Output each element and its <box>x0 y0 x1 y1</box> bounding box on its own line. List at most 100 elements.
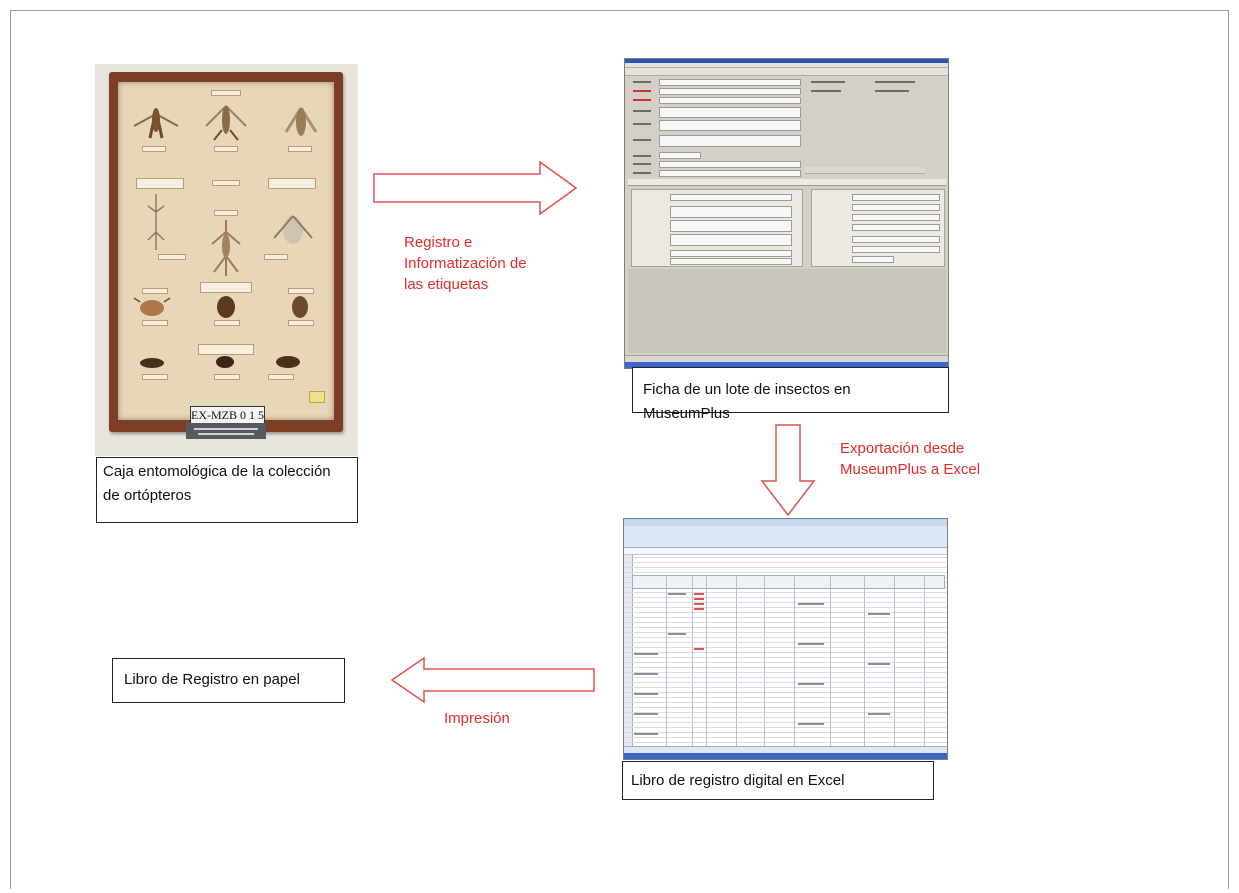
field-label <box>633 123 651 125</box>
specimen-label <box>288 320 314 326</box>
column-line <box>894 575 895 747</box>
toolbar <box>625 68 948 76</box>
cricket-specimen-icon <box>273 215 313 244</box>
field-label <box>875 90 909 92</box>
group-label <box>200 282 252 293</box>
cell-text <box>798 723 824 725</box>
cell-text <box>868 713 890 715</box>
specimen-label <box>264 254 288 260</box>
field-label <box>633 90 651 92</box>
column-line <box>706 575 707 747</box>
field <box>852 224 940 231</box>
field <box>852 214 940 221</box>
excel-ribbon <box>624 519 947 548</box>
specimen-label <box>214 210 238 216</box>
field <box>659 120 801 131</box>
specimen-label <box>288 146 312 152</box>
cell-text <box>798 643 824 645</box>
arrow-left <box>390 656 595 704</box>
field <box>852 194 940 201</box>
field <box>659 170 801 177</box>
yellow-note <box>309 391 325 403</box>
specimen-label <box>288 288 314 294</box>
tab-strip <box>628 179 946 186</box>
specimen-label <box>214 320 240 326</box>
cell-text <box>694 593 704 595</box>
cell-text <box>634 733 658 735</box>
cell-text <box>694 598 704 600</box>
specimen-label <box>268 374 294 380</box>
cell-text <box>668 593 686 595</box>
earwig-specimen-icon <box>276 356 300 368</box>
field <box>659 161 801 168</box>
caption-paper: Libro de Registro en papel <box>112 658 345 703</box>
cockroach-specimen-icon <box>292 296 308 318</box>
cell-text <box>668 633 686 635</box>
museum-plaque <box>186 423 266 439</box>
caption-paper-text: Libro de Registro en papel <box>124 671 300 688</box>
cell-text <box>634 653 658 655</box>
caption-excel-text: Libro de registro digital en Excel <box>631 772 845 789</box>
entomological-box-photo: EX-MZB 0 1 5 <box>95 64 358 456</box>
box-case <box>109 72 343 432</box>
detail-panel-right <box>811 189 945 267</box>
earwig-specimen-icon <box>216 356 234 368</box>
field-label <box>633 110 651 112</box>
specimen-label <box>142 374 168 380</box>
field <box>659 79 801 86</box>
empty-area <box>628 269 946 353</box>
field <box>670 250 792 257</box>
specimen-label <box>142 288 168 294</box>
column-line <box>764 575 765 747</box>
field <box>852 246 940 253</box>
specimen-label <box>142 320 168 326</box>
caption-excel: Libro de registro digital en Excel <box>622 761 934 800</box>
field-label <box>811 90 841 92</box>
cell-text <box>634 673 658 675</box>
stick-insect-specimen-icon <box>147 194 165 250</box>
cell-text <box>694 648 704 650</box>
caption-museumplus: Ficha de un lote de insectos en MuseumPl… <box>632 367 949 422</box>
excel-screenshot <box>623 518 948 760</box>
specimen-label <box>142 146 166 152</box>
column-line <box>666 575 667 747</box>
formula-bar <box>624 548 947 555</box>
menu-bar <box>625 63 948 68</box>
arrow-down <box>760 424 816 517</box>
caption-box-text: Caja entomológica de la colección de ort… <box>103 463 331 504</box>
cell-text <box>868 663 890 665</box>
field-label <box>633 99 651 101</box>
field-label <box>633 155 651 157</box>
cell-text <box>634 693 658 695</box>
mantis-specimen-icon <box>211 220 241 276</box>
group-label <box>136 178 184 189</box>
column-line <box>794 575 795 747</box>
field <box>670 258 792 265</box>
field-label <box>875 81 915 83</box>
window-titlebar <box>625 59 948 63</box>
specimen-label <box>214 146 238 152</box>
group-label <box>198 344 254 355</box>
field <box>659 97 801 104</box>
catalog-tag-prefix: EX-MZB <box>191 408 237 422</box>
sheet-tabs <box>624 746 947 753</box>
detail-panel-left <box>631 189 803 267</box>
caption-museumplus-text: Ficha de un lote de insectos en MuseumPl… <box>643 381 851 422</box>
cell-text <box>694 608 704 610</box>
earwig-specimen-icon <box>140 358 164 368</box>
record-toolbar <box>805 167 925 174</box>
arrow-right <box>373 160 578 216</box>
field-label <box>633 172 651 174</box>
museumplus-screenshot <box>624 58 949 369</box>
grasshopper-specimen-icon <box>284 107 318 136</box>
figure-frame <box>10 10 1229 889</box>
group-label <box>268 178 316 189</box>
specimen-label <box>214 374 240 380</box>
specimen-label <box>158 254 186 260</box>
cockroach-specimen-icon <box>217 296 235 318</box>
specimen-label <box>212 180 240 186</box>
field <box>659 135 801 147</box>
field-label <box>811 81 845 83</box>
field <box>659 152 701 159</box>
specimen-label <box>211 90 241 96</box>
